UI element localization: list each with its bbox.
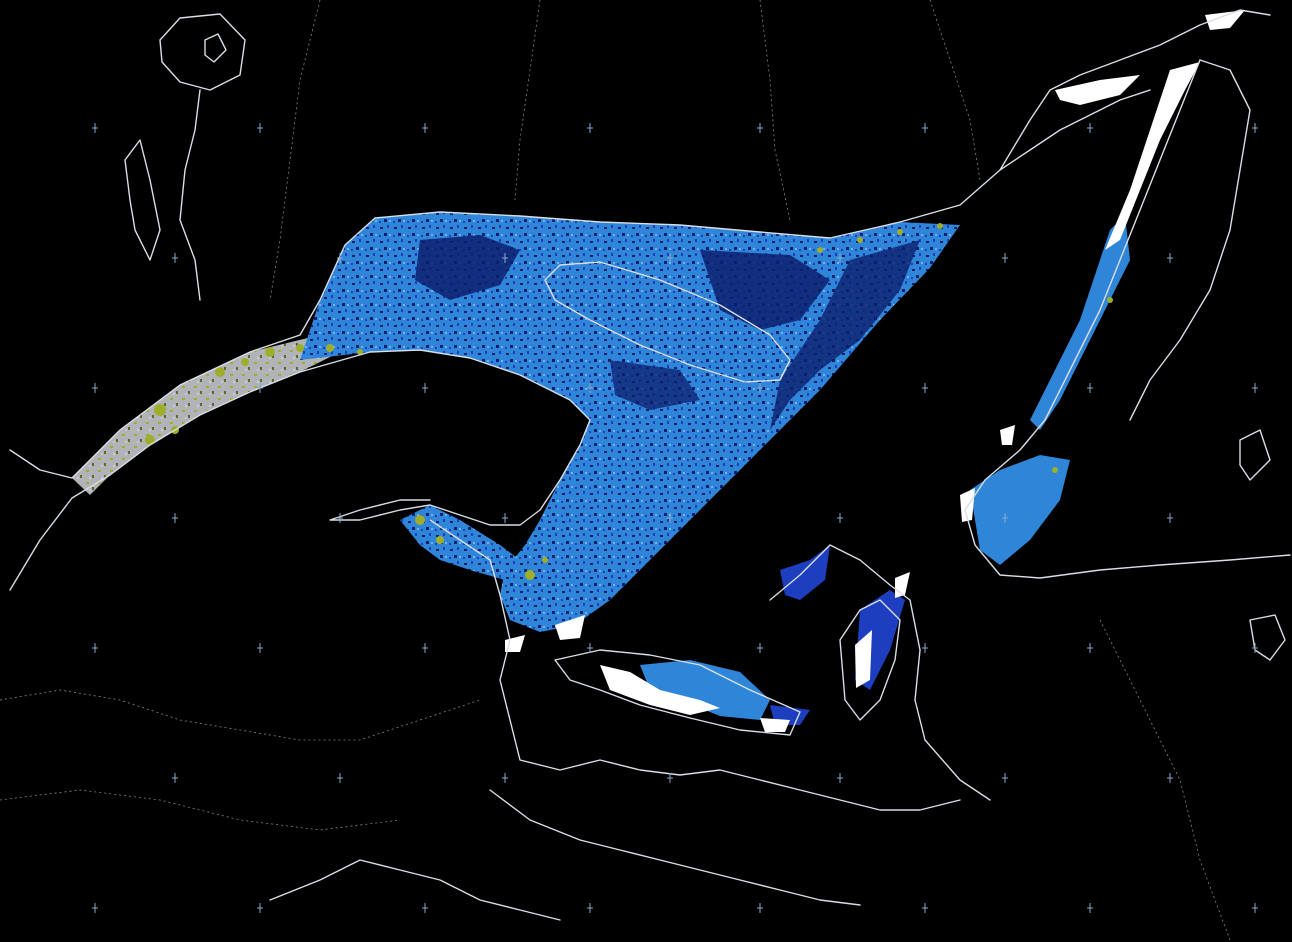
saguenay-fjord — [179, 89, 201, 301]
fast-ice — [600, 665, 720, 715]
rivers — [0, 0, 1231, 941]
gulf-ice-dark-patch — [700, 250, 830, 330]
fast-ice — [555, 615, 585, 640]
cape-breton-coastline — [839, 599, 901, 721]
graticule-marker — [257, 903, 263, 913]
bay-of-fundy-coast — [269, 859, 561, 921]
graticule-marker — [667, 513, 673, 523]
lake-ring — [159, 13, 246, 91]
graticule-marker — [922, 383, 928, 393]
graticule-marker — [757, 383, 763, 393]
graticule-marker — [257, 123, 263, 133]
fast-ice — [1105, 62, 1200, 250]
fast-ice — [855, 630, 872, 688]
graticule-marker — [667, 773, 673, 783]
graticule-marker — [337, 253, 343, 263]
inland-lake — [1239, 429, 1271, 481]
newfoundland-strip-ice — [1030, 215, 1130, 430]
north-shore-coastline — [9, 9, 1271, 479]
graticule-marker — [837, 513, 843, 523]
graticule-marker — [1087, 123, 1093, 133]
inland-lake — [124, 139, 161, 261]
graticule-marker — [92, 903, 98, 913]
bay-of-fundy-coast — [489, 789, 861, 906]
graticule-marker — [1252, 903, 1258, 913]
graticule-marker — [1167, 253, 1173, 263]
gaspe-coastline — [9, 349, 591, 591]
graticule-marker — [1087, 903, 1093, 913]
fast-ice — [760, 718, 790, 732]
estuary-grey-ice — [72, 335, 340, 495]
graticule-marker — [1252, 123, 1258, 133]
graticule-marker — [667, 253, 673, 263]
southern-ice-patch — [640, 660, 770, 720]
graticule-marker — [337, 513, 343, 523]
graticule-marker — [1087, 383, 1093, 393]
fast-ice — [1055, 75, 1140, 105]
graticule-marker — [502, 253, 508, 263]
graticule-marker — [422, 903, 428, 913]
graticule-marker — [757, 643, 763, 653]
graticule-marker — [92, 643, 98, 653]
graticule — [92, 123, 1258, 913]
graticule-marker — [502, 773, 508, 783]
graticule-marker — [757, 123, 763, 133]
gulf-ice-dark-patch — [770, 240, 920, 430]
graticule-marker — [1002, 773, 1008, 783]
labrador-coastline — [999, 89, 1151, 171]
fast-ice — [1000, 425, 1015, 445]
coastlines — [9, 9, 1291, 921]
graticule-marker — [1252, 383, 1258, 393]
graticule-marker — [757, 903, 763, 913]
graticule-marker — [587, 903, 593, 913]
graticule-marker — [422, 643, 428, 653]
newfoundland-interior-coast — [1129, 59, 1251, 421]
graticule-marker — [422, 383, 428, 393]
graticule-marker — [1002, 253, 1008, 263]
graticule-marker — [172, 253, 178, 263]
graticule-marker — [422, 123, 428, 133]
graticule-marker — [1002, 513, 1008, 523]
inland-lake — [1249, 614, 1286, 661]
graticule-marker — [172, 513, 178, 523]
graticule-marker — [502, 513, 508, 523]
lake-ring-inner — [204, 33, 227, 63]
gulf-ice-dark-patch — [415, 235, 520, 300]
graticule-marker — [92, 383, 98, 393]
graticule-marker — [172, 773, 178, 783]
graticule-marker — [257, 383, 263, 393]
graticule-marker — [1087, 643, 1093, 653]
graticule-marker — [922, 903, 928, 913]
graticule-marker — [922, 643, 928, 653]
newfoundland-bay-ice — [970, 455, 1070, 565]
anticosti-island — [544, 261, 791, 383]
graticule-marker — [92, 123, 98, 133]
graticule-marker — [1167, 773, 1173, 783]
nova-scotia-coastline — [769, 544, 991, 801]
graticule-marker — [587, 123, 593, 133]
cabot-ice-patch — [780, 545, 830, 600]
graticule-marker — [257, 643, 263, 653]
new-brunswick-coastline — [429, 519, 961, 811]
graticule-marker — [1252, 643, 1258, 653]
graticule-marker — [837, 253, 843, 263]
mixed-ice-dots — [145, 223, 1113, 580]
newfoundland-coastline — [964, 59, 1291, 579]
graticule-marker — [922, 123, 928, 133]
graticule-marker — [337, 773, 343, 783]
gulf-ice-dark-patch — [610, 360, 700, 410]
fast-ice — [1205, 10, 1245, 30]
pei-coastline — [554, 649, 801, 736]
graticule-marker — [587, 383, 593, 393]
graticule-marker — [1167, 513, 1173, 523]
graticule-marker — [837, 773, 843, 783]
graticule-marker — [587, 643, 593, 653]
